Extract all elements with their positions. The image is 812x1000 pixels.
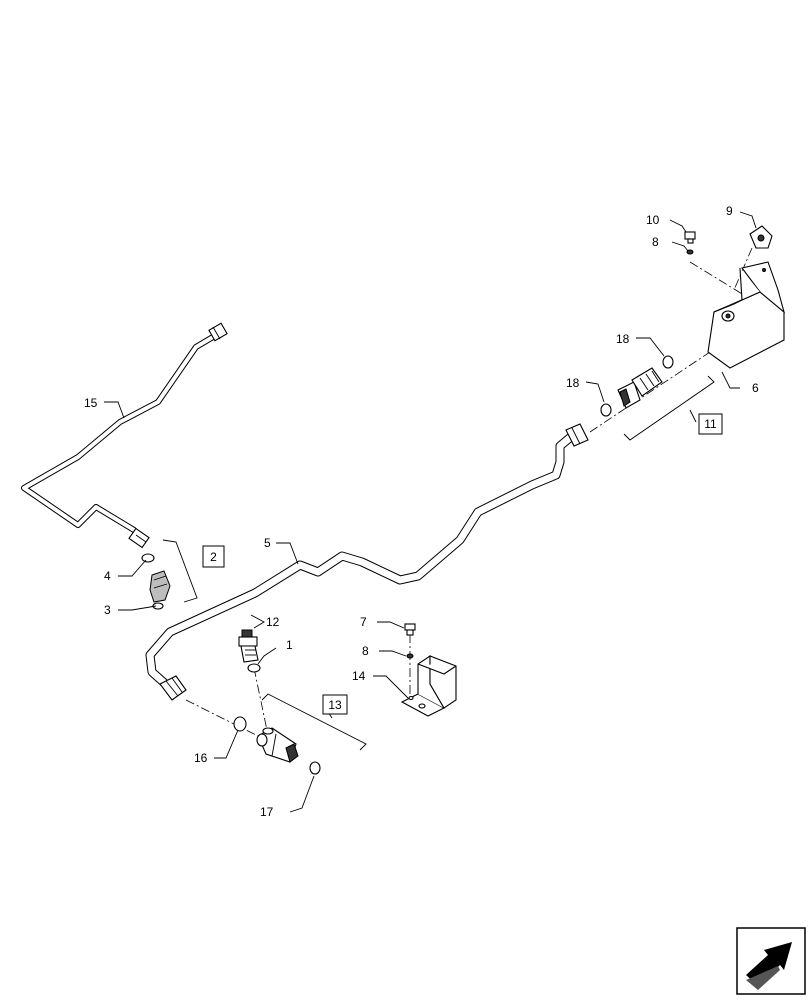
callout-7: 7 bbox=[360, 615, 367, 629]
assembly-2-bracket bbox=[162, 539, 198, 603]
tube-5-left-fitting bbox=[159, 675, 187, 701]
o-ring-1 bbox=[247, 663, 261, 673]
centerline-right-fitting bbox=[589, 351, 711, 433]
callout-12: 12 bbox=[266, 615, 280, 629]
nut-9 bbox=[749, 225, 773, 249]
o-ring-18-lower bbox=[600, 403, 612, 417]
tube-15 bbox=[21, 322, 228, 549]
assembly-13-bracket bbox=[261, 693, 367, 751]
tee-fitting-13 bbox=[256, 727, 299, 763]
bolt-10 bbox=[684, 231, 696, 244]
assembly-ref-11[interactable]: 11 bbox=[698, 413, 723, 435]
pressure-switch-12 bbox=[238, 629, 259, 663]
tube-15-bottom-fitting bbox=[128, 527, 150, 549]
tube-5 bbox=[145, 423, 589, 701]
assembly-ref-13-label: 13 bbox=[328, 698, 342, 712]
next-page-arrow-icon[interactable] bbox=[736, 927, 806, 995]
callout-9: 9 bbox=[726, 204, 733, 218]
bolt-7 bbox=[404, 623, 416, 636]
callout-3: 3 bbox=[104, 603, 111, 617]
o-ring-16 bbox=[233, 716, 247, 732]
callout-4: 4 bbox=[104, 569, 111, 583]
housing-bracket-6 bbox=[707, 261, 785, 369]
centerline-sensor bbox=[253, 667, 269, 736]
callout-16: 16 bbox=[194, 751, 208, 765]
callout-1: 1 bbox=[286, 638, 293, 652]
callout-6: 6 bbox=[752, 381, 759, 395]
callout-18-lower: 18 bbox=[566, 376, 580, 390]
o-ring-18-upper bbox=[662, 355, 674, 369]
callout-14: 14 bbox=[352, 669, 366, 683]
mounting-bracket-14 bbox=[400, 654, 457, 717]
tube-15-top-fitting bbox=[208, 322, 228, 342]
callout-8-upper: 8 bbox=[652, 235, 659, 249]
o-ring-4 bbox=[141, 553, 155, 563]
callout-15: 15 bbox=[84, 396, 98, 410]
assembly-11-bracket bbox=[623, 375, 715, 441]
washer-8-upper bbox=[686, 249, 694, 255]
assembly-ref-2-label: 2 bbox=[210, 550, 217, 564]
adapter-fitting-11 bbox=[617, 367, 663, 409]
o-ring-17 bbox=[309, 761, 321, 775]
centerline-bolt-10 bbox=[689, 261, 753, 301]
callout-5: 5 bbox=[264, 536, 271, 550]
assembly-ref-13[interactable]: 13 bbox=[322, 694, 348, 715]
assembly-ref-2[interactable]: 2 bbox=[202, 545, 225, 568]
callout-18-upper: 18 bbox=[616, 332, 630, 346]
centerline-left-fitting bbox=[185, 699, 267, 741]
elbow-fitting-3 bbox=[149, 570, 171, 610]
washer-8-lower bbox=[406, 653, 414, 659]
leader-lines bbox=[104, 211, 757, 813]
callout-10: 10 bbox=[646, 213, 660, 227]
callout-8-lower: 8 bbox=[362, 644, 369, 658]
assembly-ref-11-label: 11 bbox=[704, 417, 717, 431]
tube-5-right-fitting bbox=[565, 423, 589, 447]
callout-17: 17 bbox=[260, 805, 274, 819]
callout-labels: 15 4 3 5 12 1 7 8 14 16 17 18 18 6 10 8 … bbox=[84, 204, 759, 819]
